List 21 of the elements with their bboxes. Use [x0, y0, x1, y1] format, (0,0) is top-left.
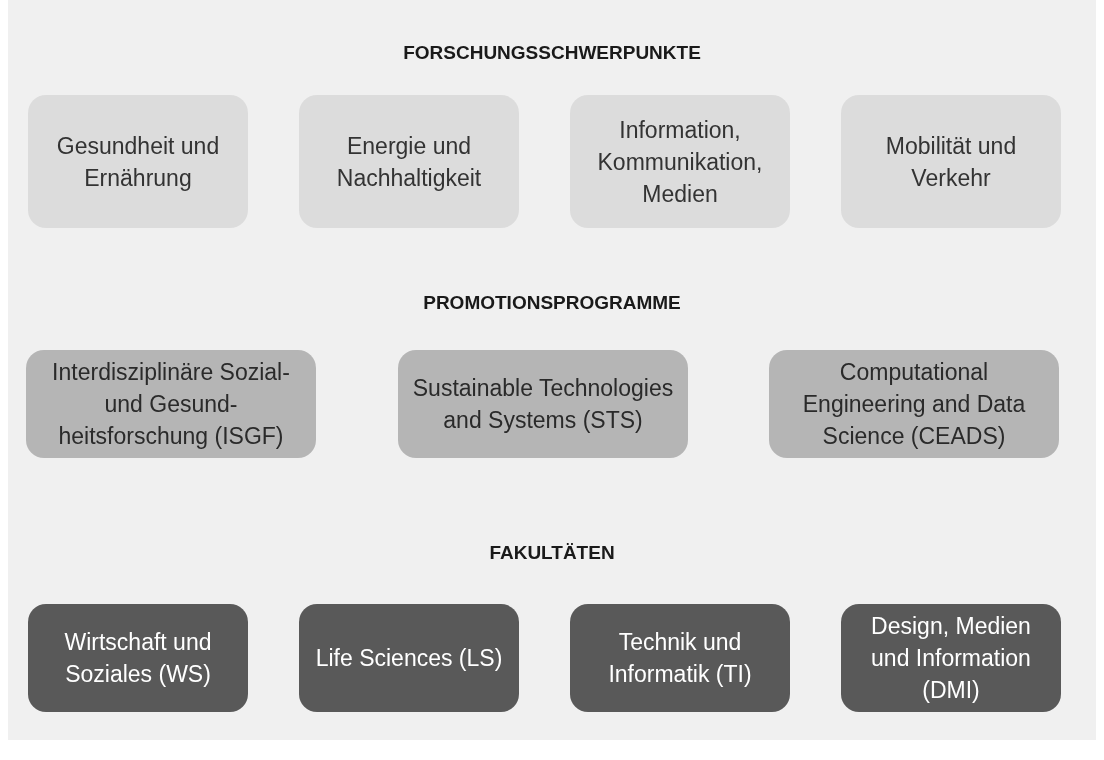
doctoral-program-box — [26, 350, 316, 458]
section-heading: PROMOTIONSPROGRAMME — [423, 292, 681, 314]
faculty-box — [841, 604, 1061, 712]
faculty-box — [28, 604, 248, 712]
box-label: Life Sciences (LS) — [315, 644, 503, 673]
box-label: Sustainable Technologies and Systems (STS) — [412, 374, 674, 435]
box-label: Mobilität und Verkehr — [884, 131, 1018, 193]
box-label: Information, Kommunikation, Medien — [596, 115, 764, 209]
faculty-box — [299, 604, 519, 712]
doctoral-program-box — [769, 350, 1059, 458]
box-label: Energie und Nachhaltigkeit — [335, 131, 483, 193]
faculty-box — [570, 604, 790, 712]
box-label: Design, Medien und Information (DMI) — [870, 612, 1032, 705]
box-label: Gesundheit und Ernährung — [55, 131, 221, 193]
box-label: Wirtschaft und Soziales (WS) — [63, 628, 213, 689]
section-heading: FORSCHUNGSSCHWERPUNKTE — [403, 42, 701, 64]
box-label: Computational Engineering and Data Science (CEADS) — [801, 358, 1027, 451]
doctoral-program-box — [398, 350, 688, 458]
box-label: Interdisziplinäre Sozial- und Gesund-heitsforschung (ISGF) — [51, 358, 291, 451]
section-heading: FAKULTÄTEN — [489, 542, 615, 564]
box-label: Technik und Informatik (TI) — [607, 628, 753, 689]
